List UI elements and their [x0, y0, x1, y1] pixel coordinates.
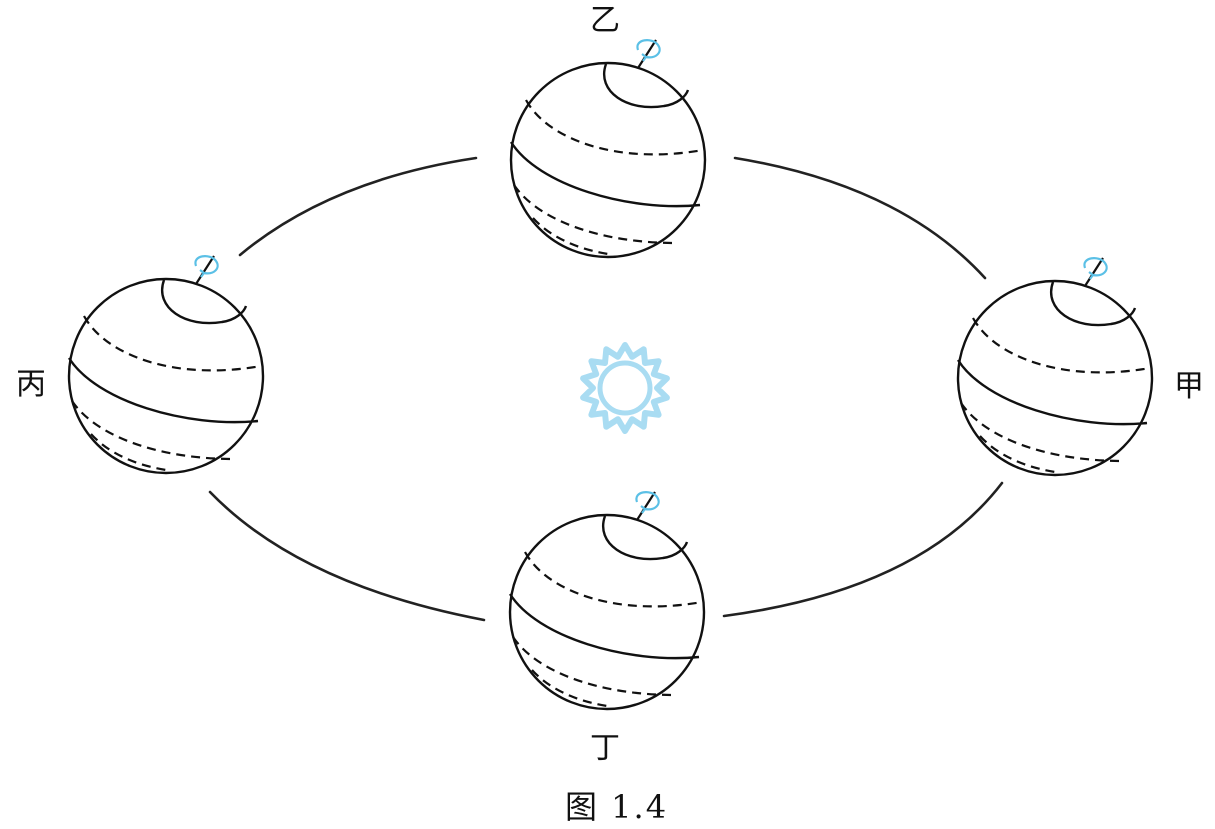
label-jia: 甲 — [1174, 369, 1204, 404]
label-bing: 丙 — [16, 367, 46, 402]
globe-jia: 甲 — [956, 256, 1204, 477]
orbit-arc-top-left — [238, 156, 478, 257]
earth-globe — [67, 254, 265, 475]
earth-globe — [956, 256, 1154, 477]
label-ding: 丁 — [590, 731, 620, 766]
globe-ding: 丁 — [508, 490, 706, 766]
orbit-arc-bottom-right — [722, 481, 1004, 618]
earth-globe — [508, 490, 706, 711]
globe-yi: 乙 — [509, 3, 707, 259]
orbit-arc-top-right — [733, 156, 987, 280]
sun-disc — [597, 360, 653, 416]
sun-icon — [580, 342, 670, 434]
label-yi: 乙 — [590, 3, 620, 38]
globe-bing: 丙 — [16, 254, 265, 475]
earth-globe — [509, 38, 707, 259]
orbit-path — [208, 156, 1004, 622]
figure-caption: 图 1.4 — [565, 788, 668, 826]
orbit-arc-bottom-left — [208, 490, 486, 622]
